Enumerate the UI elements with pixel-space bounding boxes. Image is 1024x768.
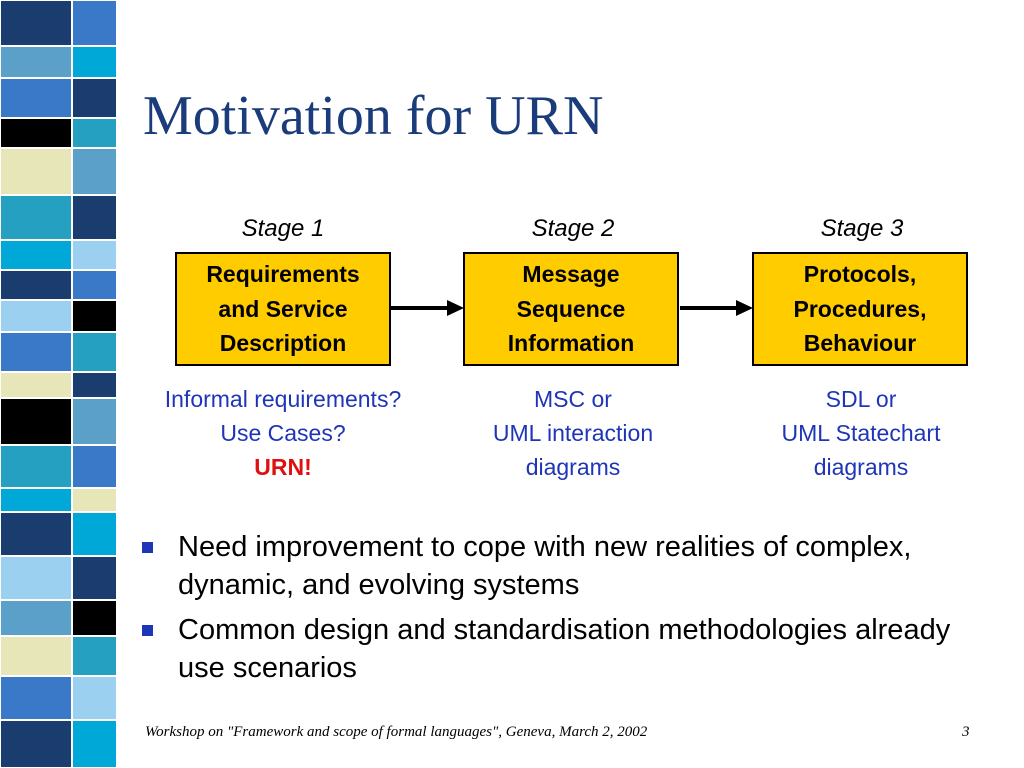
decorative-stripe	[0, 195, 72, 240]
decorative-stripe	[0, 398, 72, 445]
decorative-stripe	[0, 148, 72, 195]
arrow-stage-2-to-3	[680, 300, 753, 316]
decorative-stripe	[0, 78, 72, 118]
decorative-stripe	[72, 600, 117, 636]
decorative-stripe	[0, 372, 72, 398]
decorative-stripe	[0, 676, 72, 720]
decorative-stripe	[72, 445, 117, 488]
decorative-stripe	[0, 118, 72, 148]
decorative-stripe	[72, 372, 117, 398]
decorative-stripe	[0, 300, 72, 332]
bullet-item: Common design and standardisation method…	[140, 611, 990, 688]
decorative-stripe	[72, 46, 117, 78]
decorative-stripe	[72, 78, 117, 118]
square-bullet-icon	[142, 542, 153, 553]
decorative-stripe	[72, 720, 117, 768]
note-line: UML Statechart	[781, 420, 941, 447]
stage-2-box-text: Message Sequence Information	[507, 261, 635, 357]
stage-3-box-text: Protocols, Procedures, Behaviour	[793, 261, 927, 357]
stage-1-notes: Informal requirements? Use Cases? URN!	[133, 382, 433, 484]
decorative-stripe	[0, 720, 72, 768]
decorative-stripe	[72, 398, 117, 445]
stage-2-label: Stage 2	[531, 215, 615, 242]
decorative-stripe	[72, 556, 117, 600]
decorative-stripe	[0, 600, 72, 636]
bullet-item: Need improvement to cope with new realit…	[140, 528, 990, 605]
decorative-stripe	[0, 636, 72, 676]
decorative-stripe	[72, 636, 117, 676]
stage-3-notes: SDL or UML Statechart diagrams	[711, 382, 1011, 484]
decorative-stripe	[72, 300, 117, 332]
bullet-list: Need improvement to cope with new realit…	[140, 528, 990, 693]
decorative-stripe	[0, 270, 72, 300]
decorative-stripe	[72, 270, 117, 300]
note-line: diagrams	[525, 454, 621, 481]
decorative-stripe	[0, 332, 72, 372]
stage-1-box: Requirements and Service Description	[175, 252, 391, 366]
bullet-text: Need improvement to cope with new realit…	[178, 531, 912, 602]
stage-1-label: Stage 1	[241, 215, 325, 242]
note-line: diagrams	[813, 454, 909, 481]
bullet-text: Common design and standardisation method…	[178, 613, 951, 684]
decorative-stripe	[72, 118, 117, 148]
square-bullet-icon	[142, 624, 153, 636]
stage-2-box: Message Sequence Information	[463, 252, 679, 366]
decorative-stripe	[0, 512, 72, 556]
slide-title: Motivation for URN	[143, 85, 604, 147]
decorative-stripe	[72, 195, 117, 240]
decorative-stripe	[72, 148, 117, 195]
decorative-stripe	[0, 0, 72, 46]
highlighted-note: URN!	[254, 454, 312, 481]
decorative-side-stripes	[0, 0, 117, 768]
note-line: Use Cases?	[220, 420, 346, 447]
note-line: MSC or	[534, 386, 612, 412]
stage-3-label: Stage 3	[820, 215, 904, 242]
decorative-stripe	[0, 556, 72, 600]
note-line: Informal requirements?	[164, 386, 402, 412]
decorative-stripe	[72, 512, 117, 556]
decorative-stripe	[0, 488, 72, 512]
decorative-stripe	[0, 46, 72, 78]
decorative-stripe	[72, 0, 117, 46]
note-line: SDL or	[825, 386, 897, 412]
decorative-stripe	[72, 332, 117, 372]
footer-text: Workshop on "Framework and scope of form…	[145, 724, 648, 740]
stage-3-box: Protocols, Procedures, Behaviour	[752, 252, 968, 366]
stage-1-box-text: Requirements and Service Description	[206, 261, 360, 357]
decorative-stripe	[72, 240, 117, 270]
note-line: UML interaction	[492, 420, 654, 447]
decorative-stripe	[72, 488, 117, 512]
stage-2-notes: MSC or UML interaction diagrams	[423, 382, 723, 484]
decorative-stripe	[72, 676, 117, 720]
arrow-stage-1-to-2	[391, 300, 464, 316]
page-number: 3	[962, 724, 970, 740]
decorative-stripe	[0, 445, 72, 488]
decorative-stripe	[0, 240, 72, 270]
